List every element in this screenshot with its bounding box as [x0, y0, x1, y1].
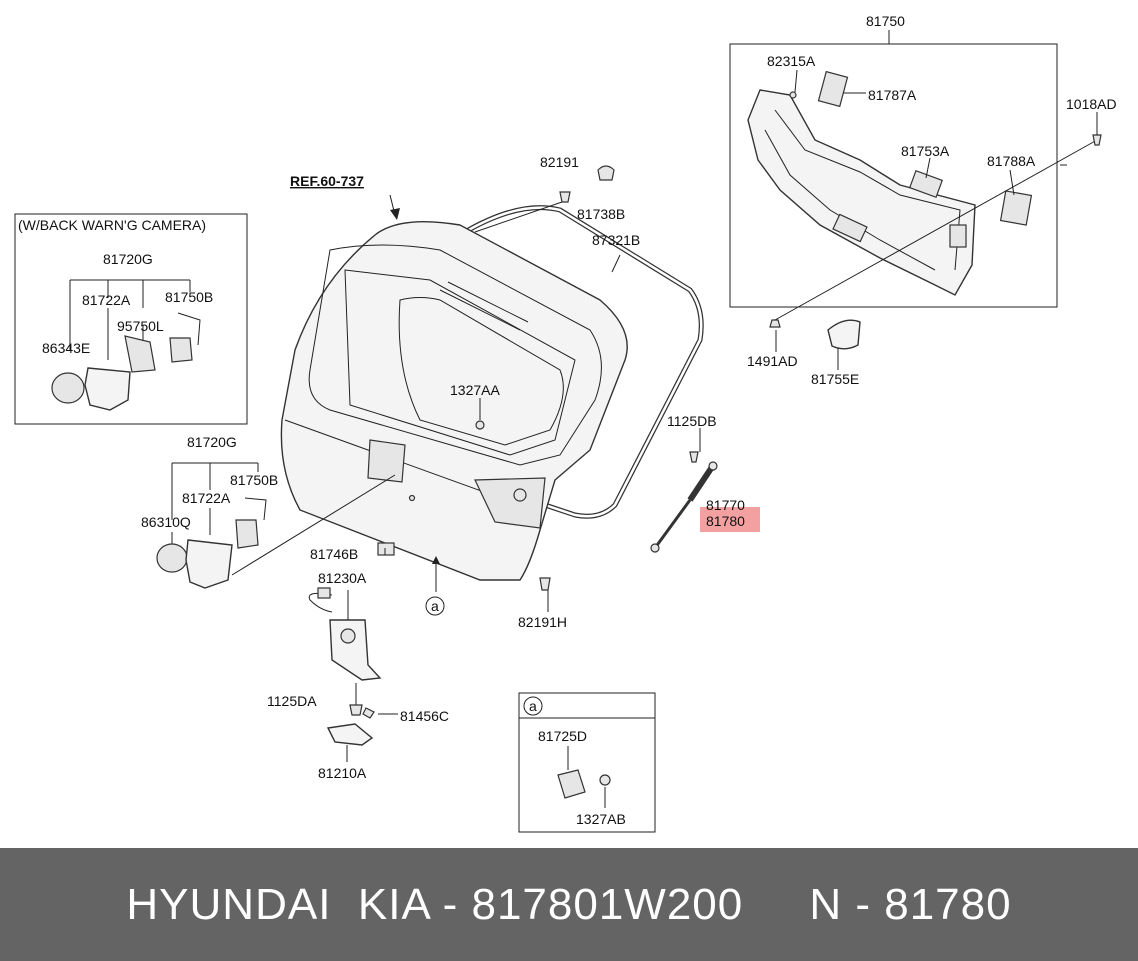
part-label-81770: 81770: [706, 497, 745, 513]
part-label-87321B: 87321B: [592, 232, 640, 248]
part-label-81738B: 81738B: [577, 206, 625, 222]
part-number-footer: HYUNDAI KIA - 817801W200 N - 81780: [0, 848, 1138, 961]
part-label-81753A: 81753A: [901, 143, 950, 159]
highlight-81780: [700, 507, 760, 532]
parts-diagram: REF.60-737 (W/BACK WARN'G CAMERA) a a 81…: [14, 13, 1117, 833]
part-label-82315A: 82315A: [767, 53, 816, 69]
part-label-81750: 81750: [866, 13, 905, 29]
label-81722A: 81722A: [182, 490, 231, 506]
footer-part-number-text: HYUNDAI KIA - 817801W200 N - 81780: [126, 879, 1012, 929]
trim-panel-group: [729, 30, 1102, 370]
part-label-81755E: 81755E: [811, 371, 859, 387]
gas-strut: [650, 451, 718, 553]
latch-group: [308, 548, 445, 762]
part-label-1125DB: 1125DB: [667, 413, 717, 429]
ref-label: REF.60-737: [290, 173, 364, 189]
part-label-1125DA: 1125DA: [267, 693, 317, 709]
tailgate: [280, 221, 628, 591]
part-label-81210A: 81210A: [318, 765, 367, 781]
detail-a-inset: [518, 692, 656, 833]
part-label-1327AA: 1327AA: [450, 382, 500, 398]
inset-label-81722A: 81722A: [82, 292, 131, 308]
part-label-81230A: 81230A: [318, 570, 367, 586]
trim-panel-box: [729, 43, 1058, 308]
part-label-81456C: 81456C: [400, 708, 449, 724]
part-label-81780: 81780: [706, 513, 745, 529]
part-label-1491AD: 1491AD: [747, 353, 798, 369]
ref-marker-a: [425, 596, 445, 616]
emblem-camera-group: [156, 462, 396, 589]
part-label-81725D: 81725D: [538, 728, 587, 744]
label-86310Q: 86310Q: [141, 514, 191, 530]
inset-label-86343E: 86343E: [42, 340, 90, 356]
inset-label-95750L: 95750L: [117, 318, 164, 334]
part-label-81788A: 81788A: [987, 153, 1036, 169]
label-81750B: 81750B: [230, 472, 278, 488]
part-label-81746B: 81746B: [310, 546, 358, 562]
part-label-81787A: 81787A: [868, 87, 917, 103]
detail-a-marker-label: a: [529, 698, 537, 714]
trim-panel: [747, 89, 976, 296]
label-81720G: 81720G: [187, 434, 237, 450]
part-label-1327AB: 1327AB: [576, 811, 626, 827]
part-label-1018AD: 1018AD: [1066, 96, 1117, 112]
inset-label-81750B: 81750B: [165, 289, 213, 305]
center-marker-label: a: [431, 598, 439, 614]
part-label-82191: 82191: [540, 154, 579, 170]
inset-label-81720G: 81720G: [103, 251, 153, 267]
camera-inset-title: (W/BACK WARN'G CAMERA): [18, 217, 206, 233]
part-label-82191H: 82191H: [518, 614, 567, 630]
camera-inset: [14, 213, 248, 425]
handle-cover: [827, 319, 861, 350]
